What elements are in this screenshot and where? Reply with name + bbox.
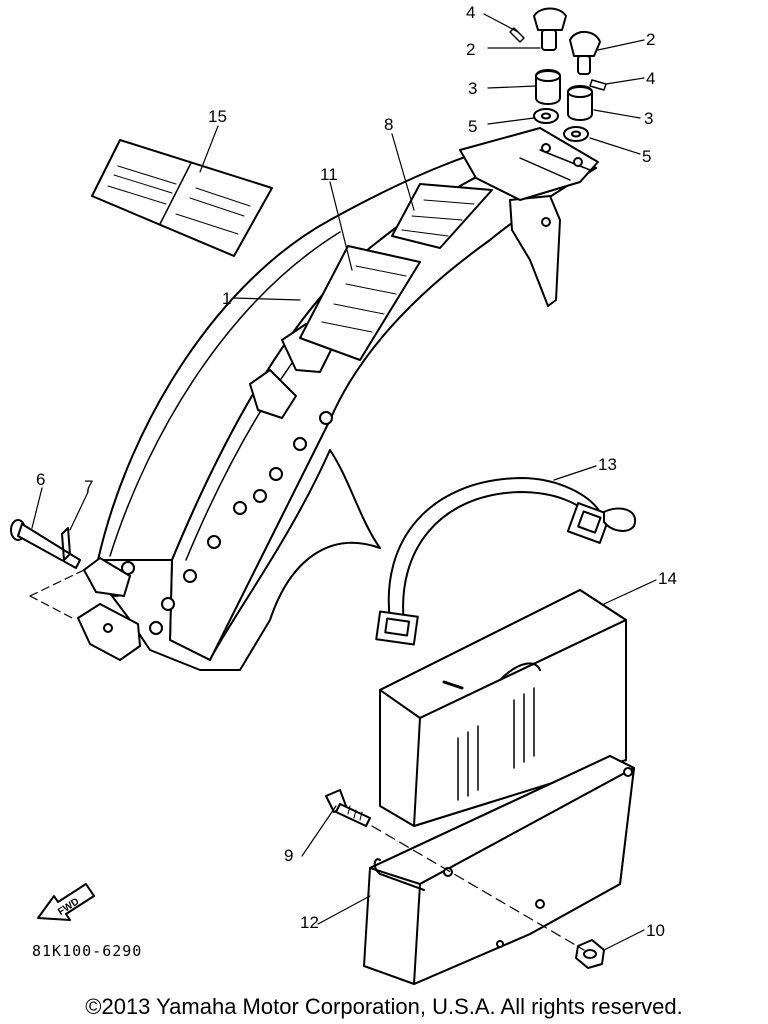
part-bolt-9 (325, 789, 371, 827)
diagram-code: 81K100-6290 (32, 942, 142, 960)
callout-5a: 5 (468, 117, 477, 136)
part-fender-label-8 (391, 183, 493, 249)
callout-1: 1 (222, 289, 231, 308)
part-nut-10 (575, 939, 605, 969)
part-tray (363, 755, 635, 985)
part-screw-4b (589, 79, 607, 91)
copyright-notice: ©2013 Yamaha Motor Corporation, U.S.A. A… (85, 994, 683, 1019)
callout-3a: 3 (468, 79, 477, 98)
callout-6: 6 (36, 470, 45, 489)
callout-10: 10 (646, 921, 665, 940)
callout-2a: 2 (466, 40, 475, 59)
assembly-lines-left (29, 569, 85, 621)
part-pin-7 (61, 527, 71, 561)
assembly-lines-right (371, 825, 585, 951)
callout-13: 13 (598, 455, 617, 474)
callouts: 1 2 2 3 3 4 4 5 5 6 7 8 9 10 11 12 13 14… (36, 3, 677, 940)
callout-9: 9 (284, 846, 293, 865)
callout-11: 11 (320, 165, 338, 184)
part-grommet-3a (535, 69, 561, 105)
callout-2b: 2 (646, 30, 655, 49)
part-knob-2a (533, 7, 567, 51)
part-decal-sheet (91, 139, 273, 257)
callout-7: 7 (84, 477, 93, 496)
part-fender-label-11 (299, 245, 421, 361)
part-screw-4a (509, 27, 525, 43)
callout-14: 14 (658, 569, 677, 588)
part-rear-fender (77, 127, 599, 671)
callout-15: 15 (208, 107, 227, 126)
callout-5b: 5 (642, 147, 651, 166)
part-washer-5b (563, 126, 589, 142)
fwd-arrow-icon: FWD (37, 883, 95, 921)
part-knob-2b (569, 31, 601, 75)
part-grommet-3b (567, 85, 593, 121)
callout-12: 12 (300, 913, 319, 932)
callout-3b: 3 (644, 109, 653, 128)
callout-4a: 4 (466, 3, 475, 22)
part-strap (375, 477, 637, 646)
callout-4b: 4 (646, 69, 655, 88)
part-washer-5a (533, 108, 559, 124)
leader-lines (31, 13, 657, 951)
callout-8: 8 (384, 115, 393, 134)
